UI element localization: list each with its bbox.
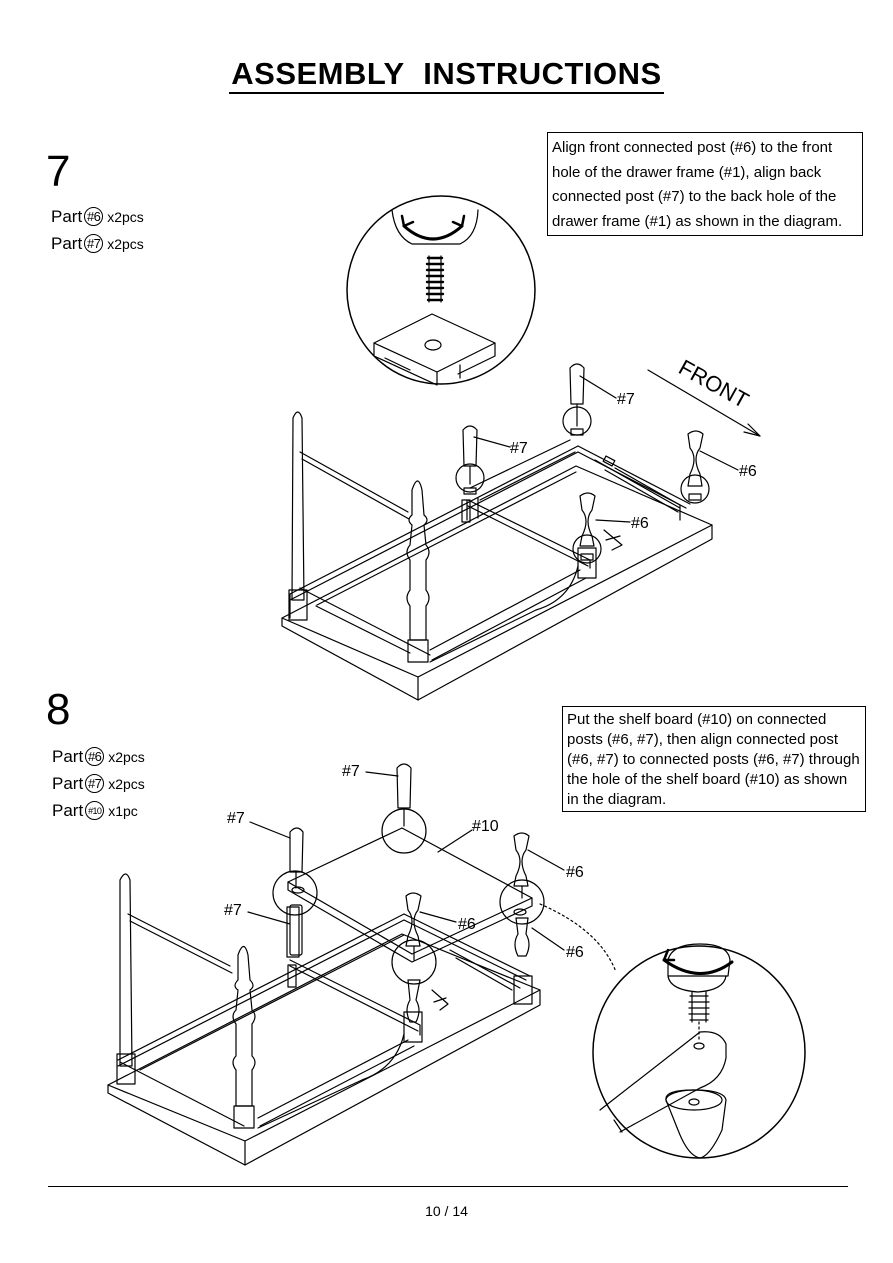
part-label: Part: [52, 746, 84, 766]
part-badge: #7: [85, 774, 105, 793]
step-8-post-7-left: [289, 827, 304, 889]
part-label: Part: [52, 800, 84, 820]
step-7-part-7: Part #7 x2pcs: [51, 230, 144, 257]
step-7-detail-circle: [346, 195, 536, 386]
part-badge: #6: [84, 207, 104, 226]
step-8-part-7: Part #7 x2pcs: [52, 770, 145, 797]
callout-post-7-front: #7: [510, 440, 528, 457]
part-quantity: x1pc: [108, 802, 138, 819]
step-8-post-7-top: [396, 763, 412, 827]
step-7-post-6-right: [680, 430, 710, 504]
part-quantity: x2pcs: [107, 235, 144, 252]
callout-post-7-back: #7: [617, 391, 635, 408]
step-8-detail-circle: [592, 943, 806, 1159]
callout-post-6-right-lower: #6: [566, 944, 584, 961]
part-quantity: x2pcs: [108, 775, 145, 792]
step-8-number: 8: [46, 685, 71, 734]
page-title-text: ASSEMBLY INSTRUCTIONS: [229, 56, 664, 94]
step-8-post-6-mid: [405, 892, 422, 1023]
step-8-post-6-right: [513, 832, 530, 899]
callout-shelf-10: #10: [472, 818, 499, 835]
front-arrow-icon: [647, 369, 761, 437]
callout-post-7-top: #7: [342, 763, 360, 780]
part-badge: #7: [84, 234, 104, 253]
callout-post-7-left-lower: #7: [224, 902, 242, 919]
part-badge: #6: [85, 747, 105, 766]
part-quantity: x2pcs: [108, 748, 145, 765]
part-label: Part: [52, 773, 84, 793]
step-7-post-7-front: [455, 425, 485, 495]
step-8-instruction: Put the shelf board (#10) on connected p…: [562, 706, 866, 812]
part-quantity: x2pcs: [107, 208, 144, 225]
callout-post-6-mid: #6: [631, 515, 649, 532]
callout-post-6-mid: #6: [458, 916, 476, 933]
step-7-post-6-mid: [572, 492, 602, 564]
footer-divider: [48, 1186, 848, 1187]
step-7-part-6: Part #6 x2pcs: [51, 203, 144, 230]
step-8-table-frame: [107, 873, 541, 1166]
step-7-diagram: FRONT: [281, 195, 761, 701]
step-8-post-7-lower: [289, 904, 303, 956]
page-number: 10 / 14: [425, 1203, 468, 1219]
step-8-parts-list: Part #6 x2pcs Part #7 x2pcs Part #10 x1p…: [52, 743, 145, 824]
step-8-part-10: Part #10 x1pc: [52, 797, 145, 824]
callout-post-7-left-upper: #7: [227, 810, 245, 827]
step-7-post-7-back: [562, 363, 592, 436]
step-7-table-frame: [281, 411, 713, 701]
step-7-instruction: Align front connected post (#6) to the f…: [547, 132, 863, 236]
callout-post-6-right: #6: [739, 463, 757, 480]
step-8-part-6: Part #6 x2pcs: [52, 743, 145, 770]
part-label: Part: [51, 206, 83, 226]
part-badge: #10: [85, 801, 105, 820]
step-7-number: 7: [46, 147, 71, 196]
page-title: ASSEMBLY INSTRUCTIONS: [0, 56, 893, 94]
callout-post-6-right-upper: #6: [566, 864, 584, 881]
front-label: FRONT: [675, 355, 753, 414]
step-8-post-6-lower: [514, 917, 530, 957]
step-8-shelf-board: [272, 808, 545, 985]
step-7-parts-list: Part #6 x2pcs Part #7 x2pcs: [51, 203, 144, 257]
step-8-diagram: #7 #7 #7 #10 #6 #6 #6: [107, 763, 806, 1166]
part-label: Part: [51, 233, 83, 253]
